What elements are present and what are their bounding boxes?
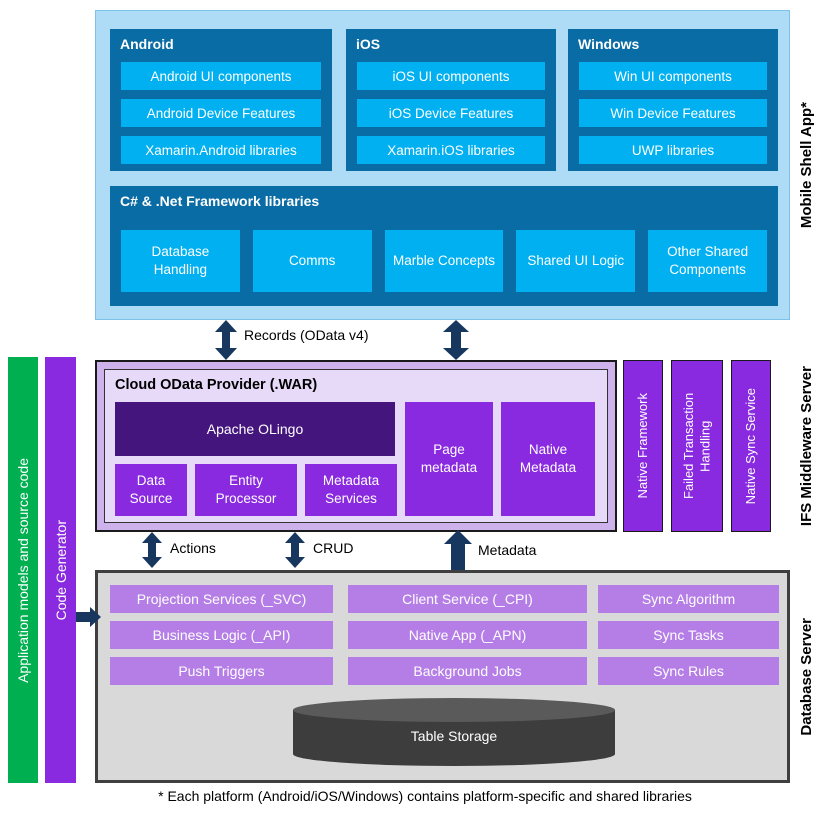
ios-panel: iOS iOS UI components iOS Device Feature… — [346, 29, 556, 171]
framework-library-item: Marble Concepts — [384, 230, 504, 292]
projection-services-box: Projection Services (_SVC) — [110, 585, 333, 613]
cloud-odata-provider-title: Cloud OData Provider (.WAR) — [115, 377, 318, 393]
records-arrow-icon — [213, 320, 239, 360]
metadata-arrow-icon — [443, 530, 473, 572]
framework-library-item: Database Handling — [121, 230, 240, 292]
business-logic-box: Business Logic (_API) — [110, 621, 333, 649]
mobile-shell-label: Mobile Shell App* — [797, 101, 815, 229]
code-generator-arrow-icon — [76, 606, 102, 628]
platform-library-item: Xamarin.Android libraries — [121, 136, 321, 164]
footnote: * Each platform (Android/iOS/Windows) co… — [158, 788, 692, 804]
middleware-label: IFS Middleware Server — [797, 365, 815, 527]
framework-library-item: Shared UI Logic — [516, 230, 636, 292]
application-models-bar: Application models and source code — [8, 357, 38, 783]
platform-library-item: iOS Device Features — [357, 99, 545, 127]
native-app-box: Native App (_APN) — [348, 621, 587, 649]
platform-library-item: Win Device Features — [579, 99, 767, 127]
metadata-arrow-label: Metadata — [478, 542, 537, 558]
windows-panel-title: Windows — [578, 36, 640, 52]
platform-library-item: Xamarin.iOS libraries — [357, 136, 545, 164]
database-label: Database Server — [797, 617, 815, 736]
database-server-section: Projection Services (_SVC) Client Servic… — [95, 570, 790, 783]
crud-arrow-label: CRUD — [313, 540, 354, 556]
cloud-odata-provider-panel: Cloud OData Provider (.WAR) Apache OLing… — [104, 369, 608, 523]
dotnet-framework-title: C# & .Net Framework libraries — [120, 193, 320, 209]
platform-library-item: Win UI components — [579, 62, 767, 90]
platform-library-item: Android UI components — [121, 62, 321, 90]
framework-library-item: Other Shared Components — [648, 230, 767, 292]
native-sync-service-bar: Native Sync Service — [731, 360, 771, 532]
mobile-shell-app-section: Android Android UI components Android De… — [95, 10, 790, 320]
actions-arrow-label: Actions — [170, 540, 216, 556]
table-storage-label: Table Storage — [410, 728, 498, 744]
shell-middleware-arrow-icon — [441, 320, 471, 360]
failed-transaction-handling-bar: Failed Transaction Handling — [671, 360, 723, 532]
cylinder-top — [293, 698, 615, 722]
actions-arrow-icon — [140, 532, 164, 568]
windows-panel: Windows Win UI components Win Device Fea… — [568, 29, 778, 171]
platform-library-item: iOS UI components — [357, 62, 545, 90]
platform-library-item: Android Device Features — [121, 99, 321, 127]
push-triggers-box: Push Triggers — [110, 657, 333, 685]
framework-library-item: Comms — [252, 230, 372, 292]
platform-library-item: UWP libraries — [579, 136, 767, 164]
table-storage-cylinder: Table Storage — [293, 698, 615, 766]
android-panel-title: Android — [120, 36, 174, 52]
android-panel: Android Android UI components Android De… — [110, 29, 332, 171]
sync-rules-box: Sync Rules — [598, 657, 779, 685]
data-source-box: Data Source — [115, 464, 187, 516]
crud-arrow-icon — [283, 532, 307, 568]
client-service-box: Client Service (_CPI) — [348, 585, 587, 613]
records-arrow-label: Records (OData v4) — [244, 327, 369, 343]
page-metadata-box: Page metadata — [405, 402, 493, 516]
dotnet-framework-panel: C# & .Net Framework libraries Database H… — [110, 186, 778, 306]
apache-olingo-box: Apache OLingo — [115, 402, 395, 456]
ios-panel-title: iOS — [356, 36, 381, 52]
cylinder-bottom — [293, 742, 615, 766]
metadata-services-box: Metadata Services — [305, 464, 397, 516]
sync-tasks-box: Sync Tasks — [598, 621, 779, 649]
entity-processor-box: Entity Processor — [195, 464, 297, 516]
sync-algorithm-box: Sync Algorithm — [598, 585, 779, 613]
native-metadata-box: Native Metadata — [501, 402, 595, 516]
middleware-section: Cloud OData Provider (.WAR) Apache OLing… — [95, 360, 617, 532]
native-framework-bar: Native Framework — [623, 360, 663, 532]
background-jobs-box: Background Jobs — [348, 657, 587, 685]
code-generator-bar: Code Generator — [45, 357, 76, 783]
